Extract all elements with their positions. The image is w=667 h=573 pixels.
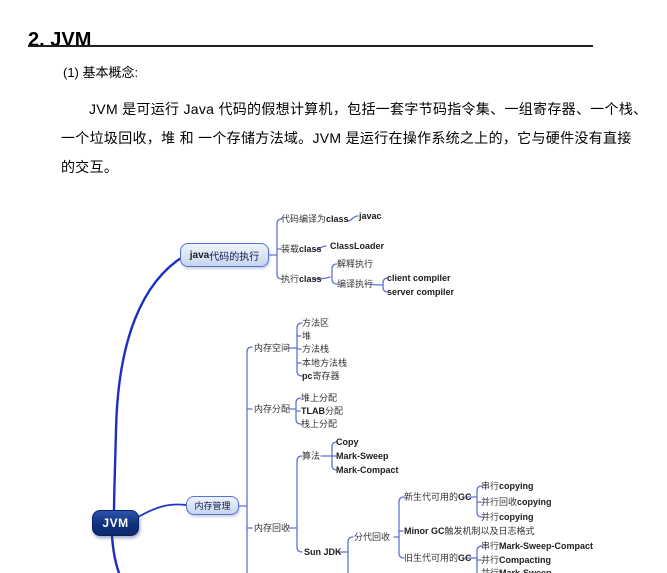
mindmap-label-young-gc: 新生代可用的GC [404, 492, 472, 502]
mindmap-label-pc-register: pc寄存器 [302, 371, 340, 381]
root-branch-curves [110, 254, 186, 573]
mindmap-label-tlab-alloc: TLAB分配 [301, 406, 344, 416]
mindmap-label-heap: 堆 [302, 331, 312, 341]
heading-underline [28, 45, 593, 47]
mindmap-label-parallel-compacting: 并行Compacting [481, 555, 552, 565]
mindmap-label-minor-gc: Minor GC触发机制以及日志格式 [404, 526, 535, 536]
paragraph-line: JVM 是可运行 Java 代码的假想计算机，包括一套字节码指令集、一组寄存器、… [89, 101, 648, 117]
mindmap-node-jvm-root[interactable]: JVM [92, 510, 139, 536]
mindmap-label-old-gc: 旧生代可用的GC [404, 553, 472, 563]
mindmap-label-mem-space: 内存空间 [254, 343, 291, 353]
section-label: (1) 基本概念: [63, 65, 139, 80]
mindmap-label-classloader: ClassLoader [330, 241, 385, 251]
mindmap-label-gen-recycle: 分代回收 [354, 532, 391, 542]
mindmap-label-copy: Copy [336, 437, 359, 447]
paragraph-line: 一个垃圾回收，堆 和 一个存储方法域。JVM 是运行在操作系统之上的，它与硬件没… [61, 130, 632, 146]
mindmap-label-sun-jdk: Sun JDK [304, 547, 342, 557]
mindmap-label-parallel-copying: 并行copying [481, 512, 534, 522]
mindmap-label-heap-alloc: 堆上分配 [301, 393, 338, 403]
bracket-lines [238, 215, 483, 573]
mindmap-label-serial-copying: 串行copying [481, 481, 534, 491]
mindmap-label-exec-class: 执行class [281, 274, 322, 284]
root-to-memory-branch [137, 503, 187, 518]
mindmap-label-parallel-collect-copying: 并行回收copying [481, 497, 552, 507]
node-label: 代码的执行 [209, 251, 260, 263]
mindmap-label-client-compiler: client compiler [387, 273, 451, 283]
mindmap-label-mark-sweep: Mark-Sweep [336, 451, 389, 461]
mindmap-label-interpret-exec: 解释执行 [337, 259, 374, 269]
node-label: java [189, 249, 210, 261]
mindmap-label-method-stack: 方法栈 [302, 344, 330, 354]
mindmap-label-javac: javac [359, 211, 382, 221]
mindmap-label-serial-mark-sweep-compact: 串行Mark-Sweep-Compact [481, 541, 594, 551]
mindmap-label-stack-alloc: 栈上分配 [301, 419, 338, 429]
mindmap-label-load-class: 装载class [281, 244, 322, 254]
mindmap-label-mem-recycle: 内存回收 [254, 523, 291, 533]
mindmap-label-compile-exec: 编译执行 [337, 279, 374, 289]
mindmap-label-mark-compact: Mark-Compact [336, 465, 399, 475]
mindmap-label-method-area: 方法区 [302, 318, 330, 328]
mindmap-label-mem-alloc: 内存分配 [254, 404, 291, 414]
mindmap-label-native-method-stack: 本地方法栈 [302, 358, 348, 368]
mindmap-node-memory-management[interactable]: 内存管理 [186, 496, 239, 515]
mindmap-label-algorithm: 算法 [302, 451, 321, 461]
paragraph-line: 的交互。 [61, 159, 119, 175]
mindmap-label-server-compiler: server compiler [387, 287, 455, 297]
mindmap-label-parallel-mark-sweep: 并行Mark-Sweep [481, 568, 552, 573]
mindmap-label-code-compile: 代码编译为class [281, 214, 349, 224]
